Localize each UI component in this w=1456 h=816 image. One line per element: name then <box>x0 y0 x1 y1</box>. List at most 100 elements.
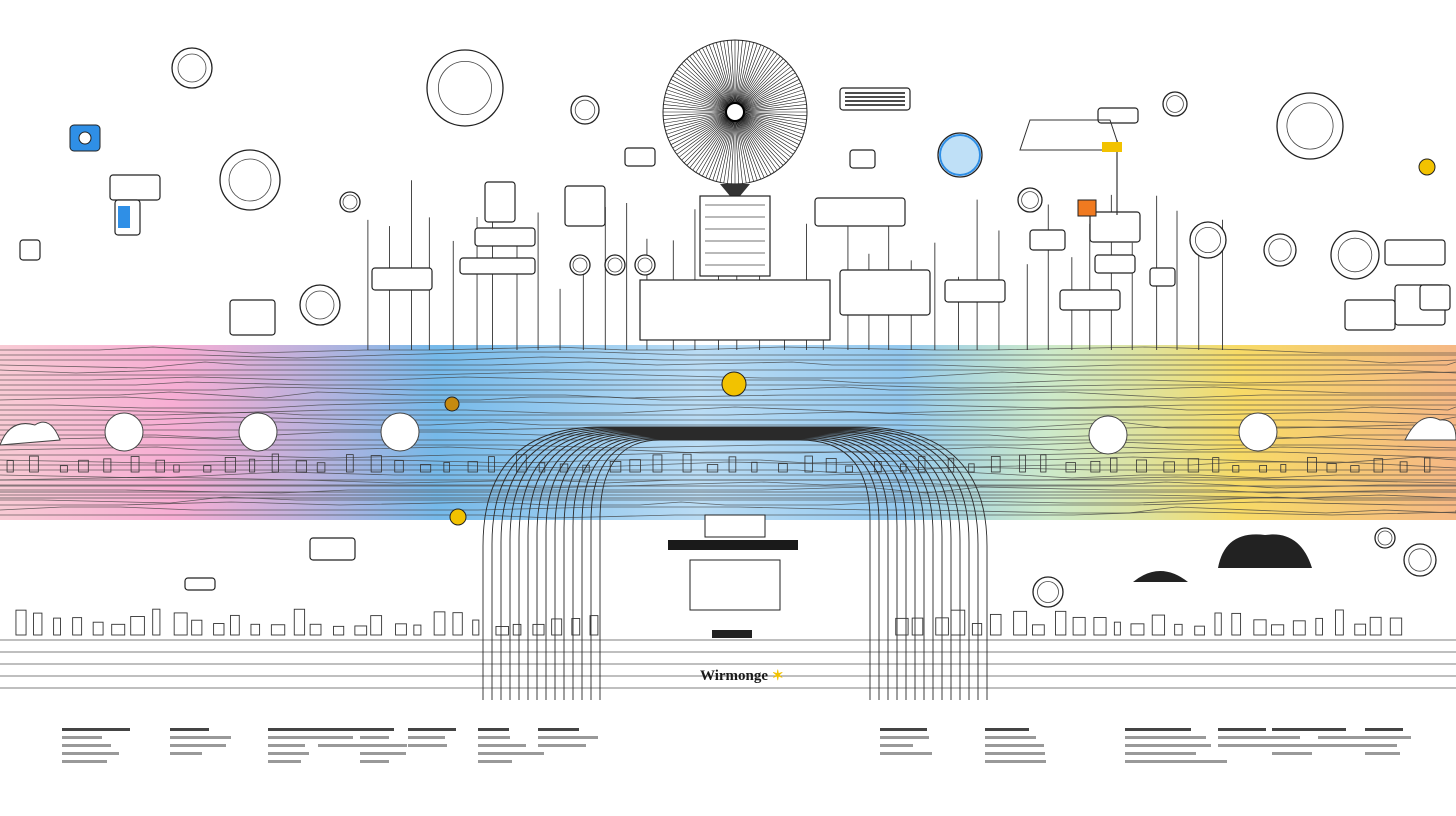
ray <box>734 66 792 113</box>
server-icon <box>624 147 656 167</box>
legend-line <box>1162 736 1207 739</box>
legend-line <box>1218 744 1276 747</box>
building <box>911 617 924 636</box>
skyline-block <box>582 464 590 473</box>
ray <box>734 111 794 155</box>
circuit-trace <box>0 501 1456 506</box>
skyline-block <box>295 460 307 473</box>
circuit-trace <box>0 386 1456 394</box>
building <box>270 624 286 636</box>
skyline-block <box>155 459 165 473</box>
skyline-block <box>990 456 1001 473</box>
ray <box>734 111 807 117</box>
ray <box>669 82 736 113</box>
skyline-block <box>559 463 569 473</box>
skyline-block <box>845 465 853 473</box>
hub-base <box>639 279 831 341</box>
ray <box>674 111 736 152</box>
ray <box>676 111 736 155</box>
legend-line <box>1365 752 1400 755</box>
legend-line <box>880 752 932 755</box>
ray <box>702 111 736 177</box>
dial-ring <box>1377 530 1393 546</box>
ray <box>734 111 768 177</box>
ray <box>734 111 772 175</box>
server-icon <box>814 197 906 227</box>
arch-conduit <box>554 434 916 700</box>
legend-line <box>1125 728 1184 731</box>
arch-conduit <box>563 435 907 700</box>
central-hub <box>639 39 831 638</box>
ray <box>702 47 736 113</box>
ray <box>734 100 807 113</box>
skyline-block <box>103 458 112 473</box>
circuit-trace <box>0 351 1456 359</box>
ray <box>734 111 784 166</box>
building <box>1151 614 1166 636</box>
node-bubble <box>238 412 278 452</box>
server-icon <box>839 269 931 316</box>
building <box>1093 617 1107 636</box>
legend-line <box>1272 752 1313 755</box>
ray <box>716 111 736 182</box>
ray <box>734 79 800 113</box>
circuit-trace <box>0 411 1456 416</box>
arch-conduit <box>572 436 898 700</box>
legend-line <box>268 744 306 747</box>
legend-line <box>1365 744 1397 747</box>
skyline-block <box>728 456 737 473</box>
legend-line <box>1318 728 1347 731</box>
ray <box>708 44 736 113</box>
skyline-block <box>629 459 641 473</box>
legend-column <box>62 728 130 768</box>
dial-ring <box>572 257 588 273</box>
ray <box>734 55 781 113</box>
building <box>53 617 61 636</box>
ray <box>727 111 736 184</box>
building <box>950 609 966 636</box>
ray <box>734 40 747 113</box>
circuit-trace <box>0 441 1456 449</box>
ray <box>734 111 740 184</box>
skyline-block <box>706 464 719 473</box>
ray <box>689 111 736 169</box>
skyline-block <box>1065 462 1076 473</box>
node-bubble <box>380 412 420 452</box>
ray <box>663 107 736 113</box>
legend-line <box>1365 728 1403 731</box>
skyline-block <box>968 463 975 473</box>
server-icon <box>371 267 433 291</box>
skyline-block <box>316 462 326 473</box>
ray <box>672 111 736 149</box>
skyline-block <box>947 457 955 473</box>
skyline-block <box>59 465 68 473</box>
skyline-block <box>1280 464 1287 473</box>
legend-line <box>62 760 107 763</box>
legend-column <box>478 728 545 768</box>
skyline-block <box>1399 461 1408 473</box>
skyline-block <box>1135 459 1147 473</box>
legend-column <box>880 728 932 760</box>
building <box>370 615 383 636</box>
legend-column <box>408 728 456 752</box>
ray <box>734 111 758 181</box>
brand-name: Wirmonge <box>700 668 769 684</box>
lower-plaque <box>712 630 752 638</box>
blue-module <box>118 206 130 228</box>
building <box>1055 610 1067 636</box>
building <box>472 619 480 636</box>
dial-ring <box>1286 102 1334 150</box>
ray <box>678 66 736 113</box>
legend-line <box>62 728 130 731</box>
ray <box>674 72 736 113</box>
building <box>935 617 949 636</box>
ray <box>734 42 754 113</box>
skyline-block <box>682 453 692 473</box>
legend-line <box>880 736 930 739</box>
dial-ring <box>1021 191 1039 209</box>
legend-line <box>62 752 119 755</box>
ray <box>663 104 736 113</box>
legend-line <box>268 736 319 739</box>
lower-module <box>704 514 766 538</box>
